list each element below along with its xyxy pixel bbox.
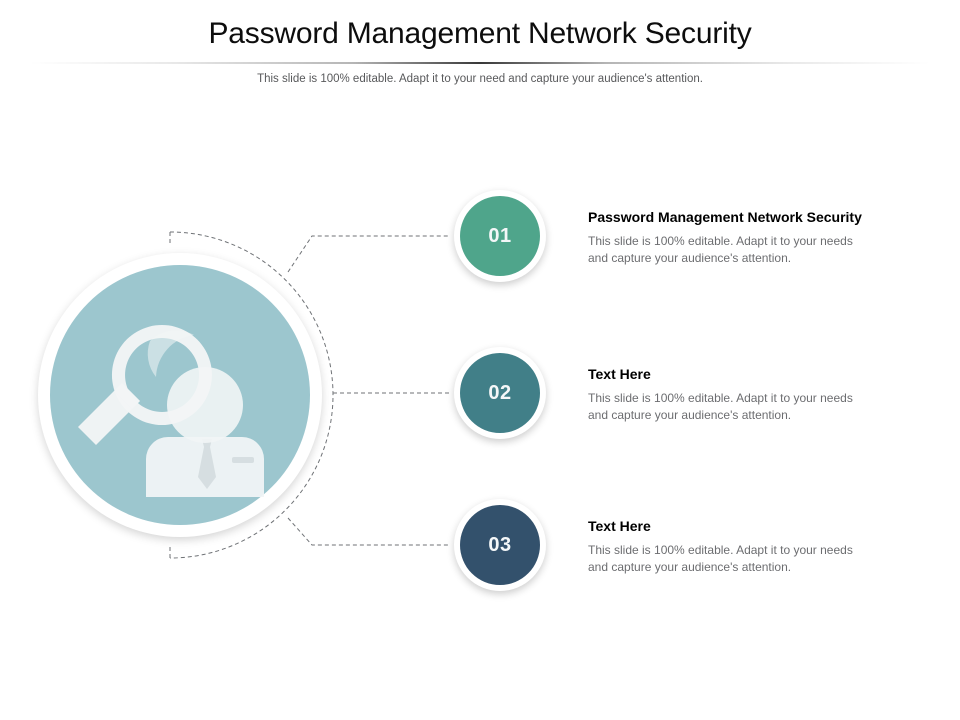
- content-block-01: Password Management Network Security Thi…: [588, 207, 918, 267]
- content-block-02: Text Here This slide is 100% editable. A…: [588, 364, 918, 424]
- step-badge-01[interactable]: 01: [454, 190, 546, 282]
- badge-number-01: 01: [488, 225, 512, 247]
- badge-disc-01: 01: [460, 196, 540, 276]
- badge-disc-02: 02: [460, 353, 540, 433]
- user-search-magnifier-icon: [78, 325, 264, 497]
- content-body-02: This slide is 100% editable. Adapt it to…: [588, 391, 853, 422]
- content-title-03: Text Here: [588, 518, 651, 534]
- page-subtitle: This slide is 100% editable. Adapt it to…: [257, 73, 703, 85]
- content-body-03: This slide is 100% editable. Adapt it to…: [588, 543, 853, 574]
- content-body-01: This slide is 100% editable. Adapt it to…: [588, 234, 853, 265]
- badge-number-03: 03: [488, 534, 512, 556]
- badge-number-02: 02: [488, 382, 512, 404]
- content-title-02: Text Here: [588, 366, 651, 382]
- badge-disc-03: 03: [460, 505, 540, 585]
- title-divider: [30, 62, 930, 64]
- content-title-01: Password Management Network Security: [588, 209, 862, 225]
- content-block-03: Text Here This slide is 100% editable. A…: [588, 516, 918, 576]
- hero-icon-circle: [38, 253, 322, 537]
- page-title: Password Management Network Security: [208, 17, 752, 50]
- step-badge-03[interactable]: 03: [454, 499, 546, 591]
- step-badge-02[interactable]: 02: [454, 347, 546, 439]
